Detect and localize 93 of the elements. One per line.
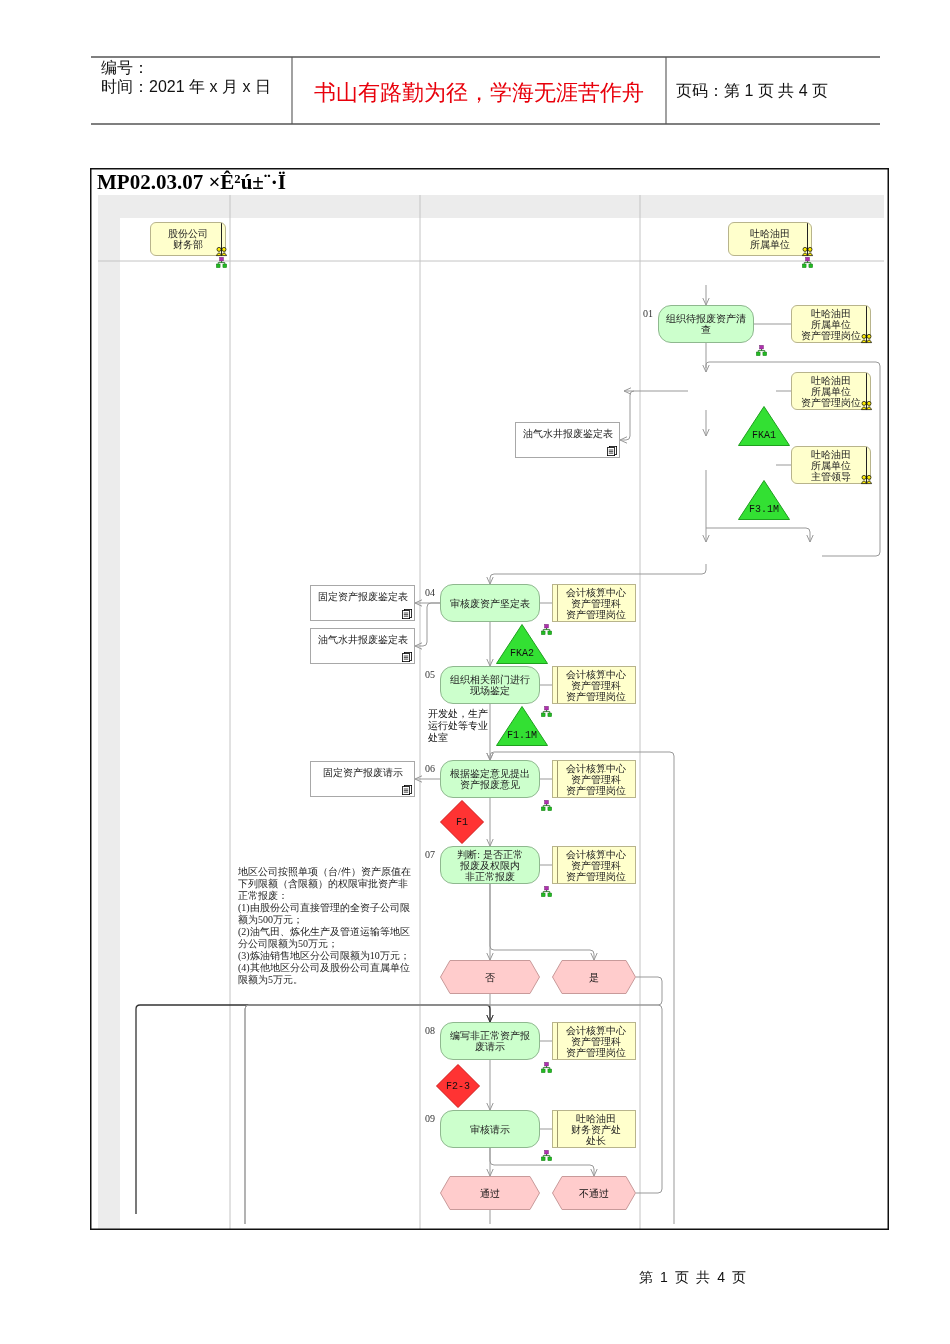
- arrow: [489, 1147, 598, 1177]
- event-label: 否: [485, 971, 495, 983]
- connector-line: [489, 1209, 491, 1225]
- role-text: 资产管理岗位: [801, 396, 861, 408]
- event-label: 不通过: [579, 1187, 609, 1199]
- role-text: 吐哈油田: [750, 228, 790, 239]
- diagram-title: MP02.03.07 ×Ê²ú±¨·Ï: [97, 170, 287, 194]
- role-text: 会计核算中心: [566, 1024, 626, 1036]
- motto-text: 书山有路勤为径，学海无涯苦作舟: [314, 80, 644, 105]
- role-text: 资产管理岗位: [566, 870, 626, 882]
- role-text: 资产管理岗位: [566, 608, 626, 620]
- arrow: [486, 621, 494, 667]
- connector-line: [753, 323, 792, 325]
- connector-line: [539, 778, 553, 780]
- note-text: (2)油气田、炼化生产及管道运输等地区分公司限额为50万元；: [238, 926, 411, 950]
- role-text: 吐哈油田: [811, 448, 851, 460]
- process-box: 根据鉴定意见提出资产报废意见: [440, 760, 540, 798]
- note-text: (4)其他地区分公司及股份公司直属单位限额为5万元。: [238, 962, 411, 986]
- marker-code: F2-3: [446, 1080, 470, 1092]
- role-text: 资产管理岗位: [801, 329, 861, 341]
- step-number: 07: [425, 849, 435, 860]
- document-box: 固定资产报废请示: [310, 761, 415, 797]
- note-text: 开发处，生产运行处等专业处室: [428, 708, 489, 744]
- role-text: 资产管理科: [571, 597, 621, 609]
- role-text: 会计核算中心: [566, 762, 626, 774]
- role-text: 所属单位: [811, 459, 851, 471]
- role-text: 会计核算中心: [566, 586, 626, 598]
- role-text: 股份公司: [168, 228, 208, 239]
- marker-code: F3.1M: [749, 503, 779, 515]
- role-text: 财务资产处: [571, 1123, 621, 1135]
- connector-line: [539, 864, 553, 866]
- page-number-text: 页码：第 1 页 共 4 页: [676, 82, 829, 100]
- marker-code: FKA1: [752, 429, 776, 441]
- arrow: [414, 775, 441, 783]
- role-text: 处长: [586, 1134, 606, 1146]
- event-label: 通过: [480, 1187, 500, 1199]
- note-text: (1)由股份公司直接管理的全资子公司限额为500万元；: [238, 902, 411, 926]
- role-text: 所属单位: [750, 239, 790, 250]
- connector-line: [775, 464, 792, 466]
- step-number: 08: [425, 1025, 435, 1036]
- page-footer-text: 第 1 页 共 4 页: [639, 1269, 748, 1286]
- marker-code: F1: [456, 816, 468, 828]
- role-text: 所属单位: [811, 318, 851, 330]
- role-text: 资产管理岗位: [566, 690, 626, 702]
- role-text: 财务部: [173, 239, 203, 250]
- step-number: 09: [425, 1113, 435, 1124]
- arrow: [414, 602, 441, 650]
- arrow: [702, 342, 710, 373]
- process-box: 组织相关部门进行现场鉴定: [440, 666, 540, 704]
- event-label: 是: [589, 971, 599, 983]
- step-number: 05: [425, 669, 435, 680]
- document-box: 油气水井报废鉴定表: [310, 628, 415, 664]
- role-text: 会计核算中心: [566, 668, 626, 680]
- arrow: [702, 284, 710, 306]
- role-text: 吐哈油田: [811, 374, 851, 386]
- step-number: 06: [425, 763, 435, 774]
- arrow: [619, 390, 689, 444]
- role-text: 资产管理岗位: [566, 784, 626, 796]
- document-box: 固定资产报废鉴定表: [310, 585, 415, 621]
- arrow: [489, 883, 598, 961]
- connector-line: [775, 390, 792, 392]
- role-text: 资产管理科: [571, 773, 621, 785]
- process-box: 审核废资产坚定表: [440, 584, 540, 622]
- process-box: 编写非正常资产报废请示: [440, 1022, 540, 1060]
- role-text: 吐哈油田: [811, 307, 851, 319]
- role-text: 吐哈油田: [576, 1112, 616, 1124]
- marker-code: F1.1M: [507, 729, 537, 741]
- header-text: 时间：2021 年 x 月 x 日: [101, 78, 271, 96]
- arrow: [486, 1059, 494, 1111]
- connector-line: [539, 684, 553, 686]
- connector-line: [539, 1040, 553, 1042]
- role-text: 主管领导: [811, 470, 851, 482]
- role-text: 资产管理科: [571, 1035, 621, 1047]
- role-text: 会计核算中心: [566, 848, 626, 860]
- marker-code: FKA2: [510, 647, 534, 659]
- document-box: 油气水井报废鉴定表: [515, 422, 620, 458]
- role-text: 资产管理岗位: [566, 1046, 626, 1058]
- process-box: 判断: 是否正常报废及权限内非正常报废: [440, 846, 540, 884]
- arrow: [486, 751, 675, 1225]
- connector-line: [539, 1128, 553, 1130]
- step-number: 01: [643, 308, 653, 319]
- process-box: 组织待报废资产清查: [658, 305, 754, 343]
- connector-line: [539, 602, 553, 604]
- arrow: [486, 563, 707, 585]
- note-text: 地区公司按照单项（台/件）资产原值在下列限额（含限额）的权限审批资产非正常报废：: [238, 866, 412, 902]
- role-text: 资产管理科: [571, 679, 621, 691]
- role-text: 资产管理科: [571, 859, 621, 871]
- step-number: 04: [425, 587, 435, 598]
- note-text: (3)炼油销售地区分公司限额为10万元；: [238, 950, 411, 962]
- arrow: [486, 797, 494, 847]
- process-box: 审核请示: [440, 1110, 540, 1148]
- header-text: 编号：: [101, 59, 149, 77]
- role-text: 所属单位: [811, 385, 851, 397]
